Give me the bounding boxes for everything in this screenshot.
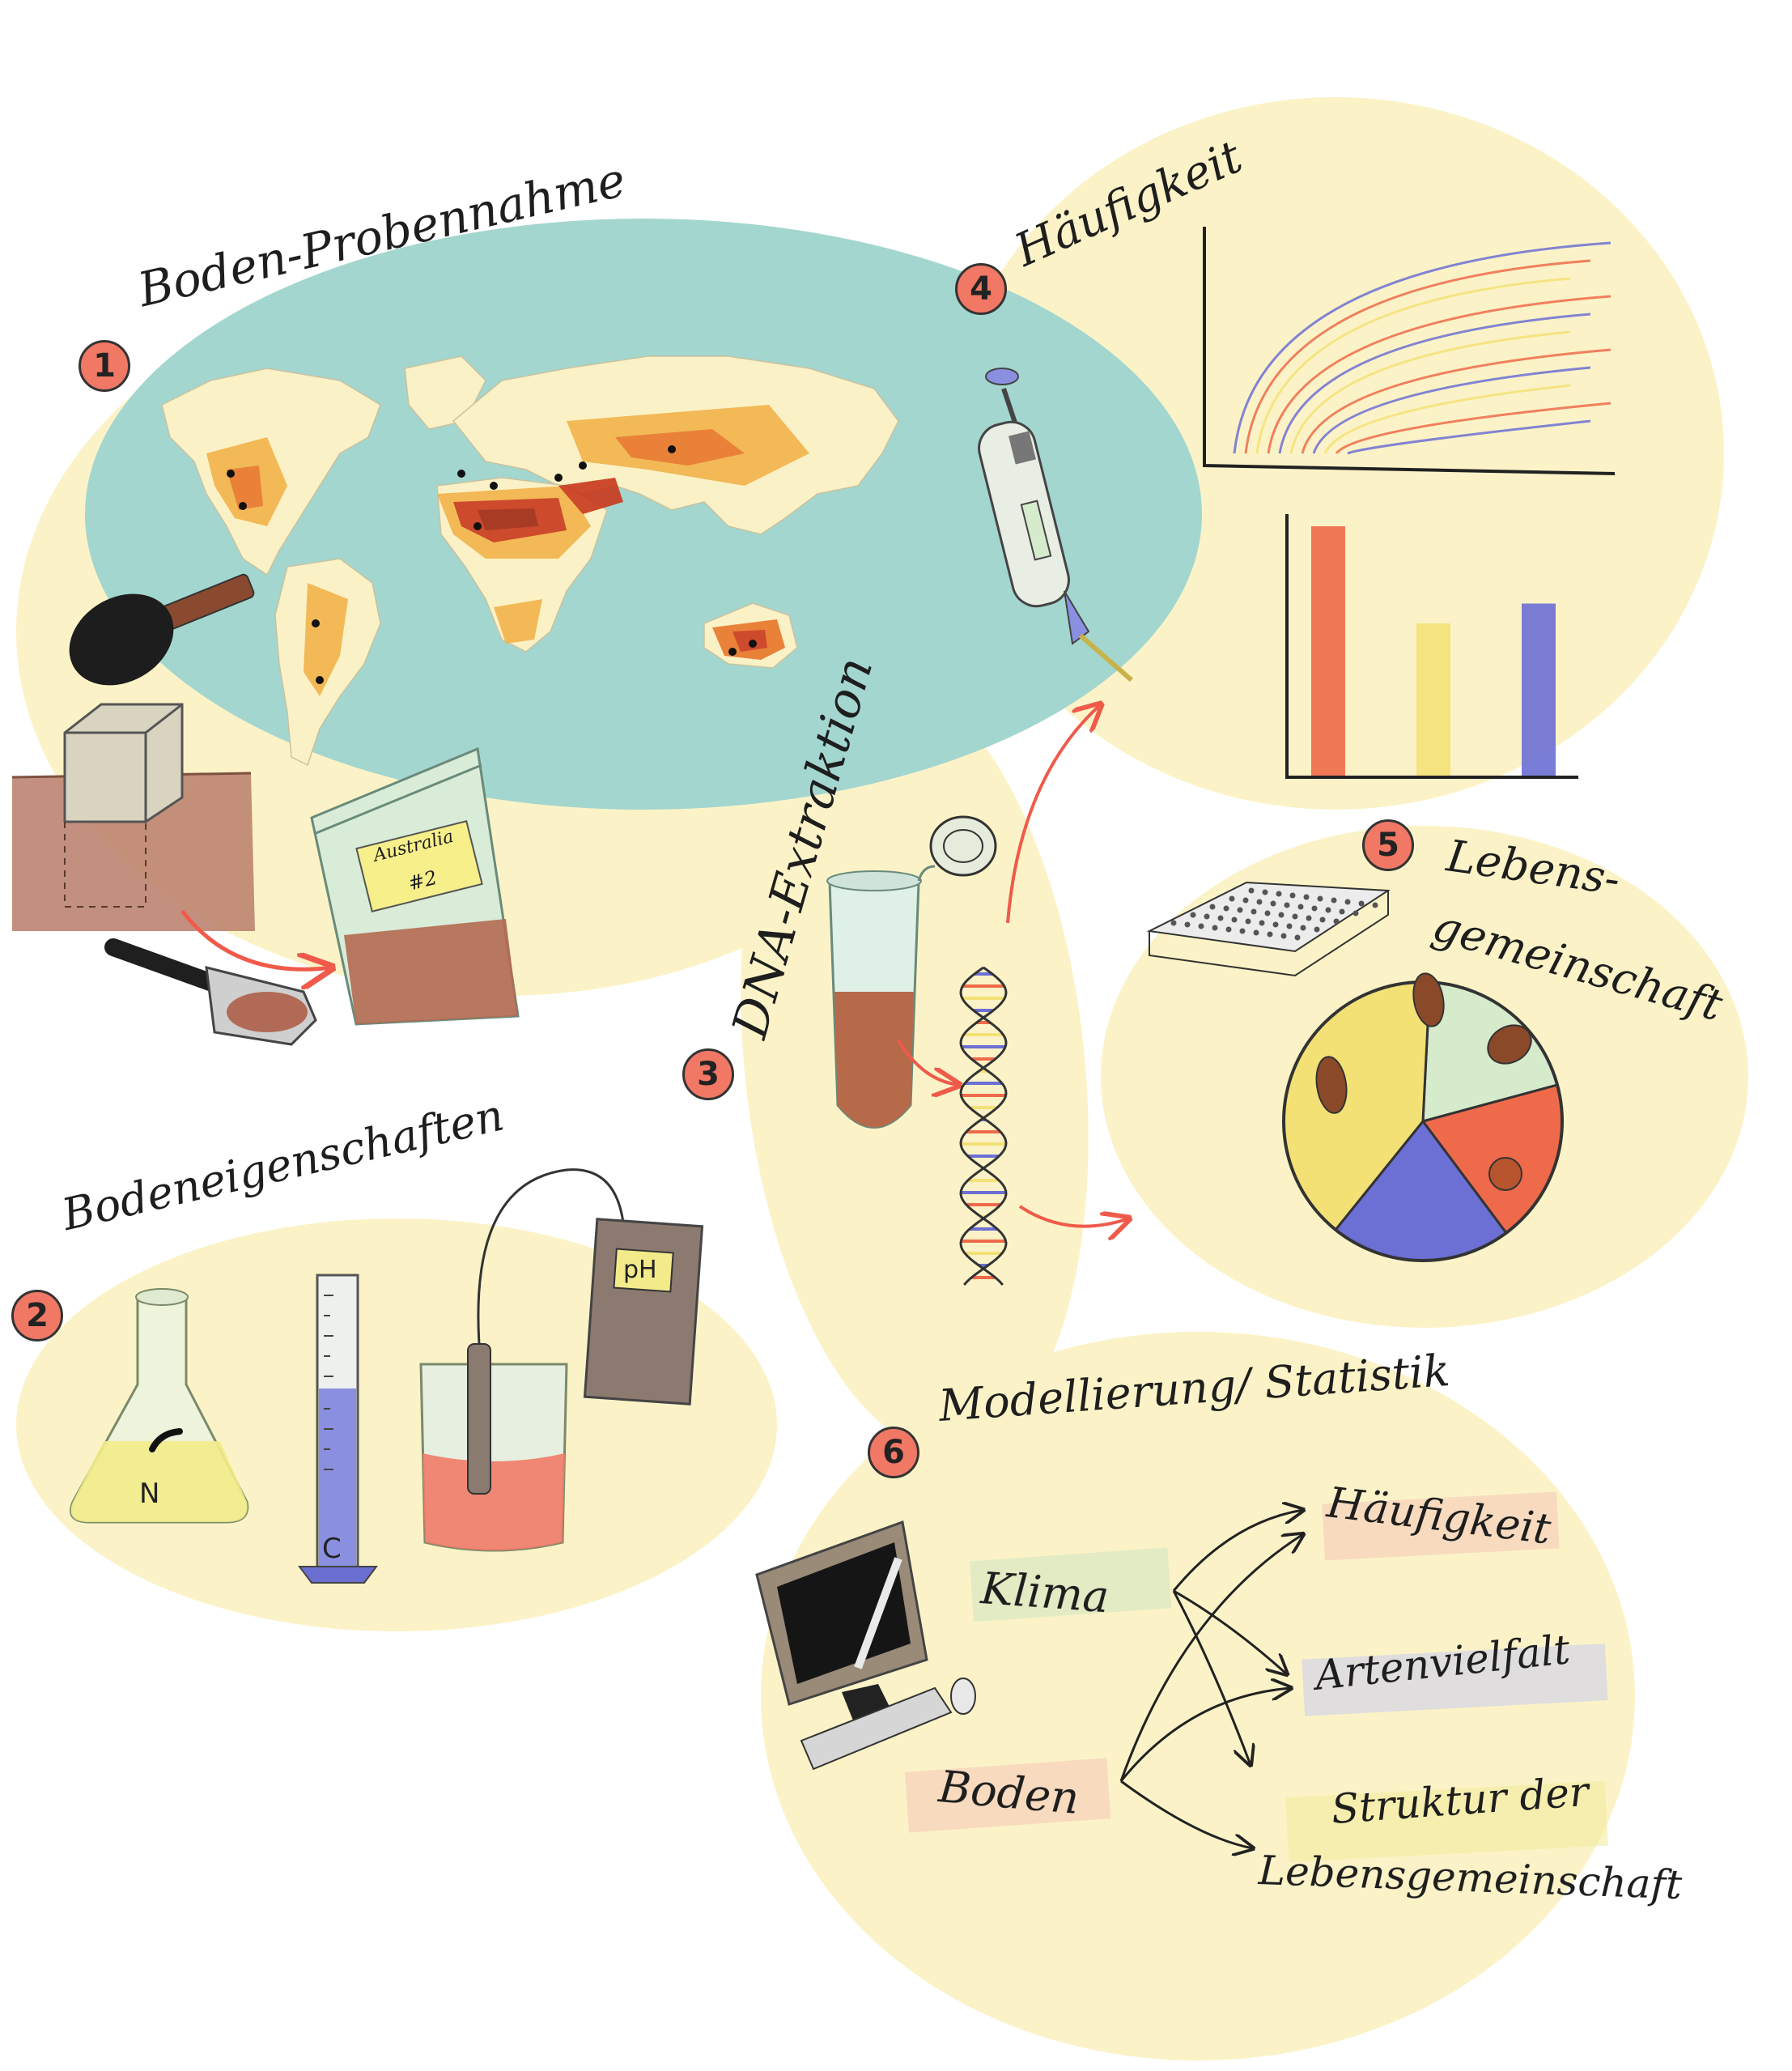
bar-3 [1522, 603, 1556, 776]
well [1257, 899, 1263, 905]
well [1243, 898, 1249, 904]
well [1320, 917, 1326, 923]
well [1304, 895, 1310, 900]
well [1204, 914, 1210, 920]
well [1281, 933, 1287, 939]
well [1301, 925, 1306, 931]
well [1224, 906, 1229, 912]
well [1271, 901, 1276, 907]
well [1298, 904, 1304, 910]
cylinder-label: C [322, 1533, 342, 1565]
well [1340, 909, 1345, 915]
step-number-1: 1 [79, 340, 130, 392]
well [1268, 932, 1273, 938]
step-number-5: 5 [1362, 819, 1414, 871]
well [1326, 908, 1331, 913]
well [1259, 921, 1265, 926]
step-number-3: 3 [682, 1048, 734, 1100]
well [1254, 930, 1259, 936]
well [1191, 912, 1196, 918]
well [1251, 909, 1257, 915]
well [1287, 924, 1293, 929]
ph-meter [584, 1219, 702, 1405]
well [1295, 935, 1301, 941]
well [1373, 903, 1378, 908]
trowel [113, 947, 316, 1044]
well [1218, 916, 1224, 921]
well [1238, 908, 1243, 913]
step-number-4: 4 [955, 263, 1007, 315]
well [1263, 890, 1268, 895]
well [1229, 896, 1235, 902]
well [1318, 896, 1323, 902]
well [1290, 893, 1296, 899]
model-input-climate: Klima [979, 1567, 1110, 1619]
well [1276, 891, 1282, 897]
well [1331, 898, 1337, 904]
well [1226, 927, 1232, 933]
well [1279, 912, 1285, 918]
well [1249, 888, 1255, 894]
step-number-2: 2 [11, 1290, 63, 1342]
meter-label: pH [623, 1256, 657, 1284]
well [1240, 929, 1246, 934]
well [1345, 899, 1351, 905]
well [1246, 919, 1251, 925]
step-number-6: 6 [868, 1427, 919, 1478]
well [1273, 922, 1279, 928]
well [1293, 914, 1298, 920]
well [1359, 901, 1365, 907]
bar-2 [1416, 623, 1450, 776]
beaker [421, 1344, 567, 1550]
well [1353, 911, 1359, 916]
well [1171, 921, 1177, 926]
well [1185, 922, 1191, 928]
well [1314, 927, 1320, 933]
well [1334, 919, 1340, 925]
well [1265, 911, 1271, 916]
bar-1 [1311, 526, 1345, 776]
well [1285, 903, 1290, 908]
well [1199, 924, 1204, 929]
microbe [1489, 1158, 1522, 1190]
community-pie [1284, 982, 1562, 1261]
well [1312, 906, 1318, 912]
model-input-soil: Boden [937, 1765, 1081, 1821]
well [1210, 904, 1216, 910]
flask-label: N [139, 1478, 159, 1510]
well [1232, 917, 1238, 923]
well [1212, 925, 1218, 931]
well [1306, 916, 1312, 921]
